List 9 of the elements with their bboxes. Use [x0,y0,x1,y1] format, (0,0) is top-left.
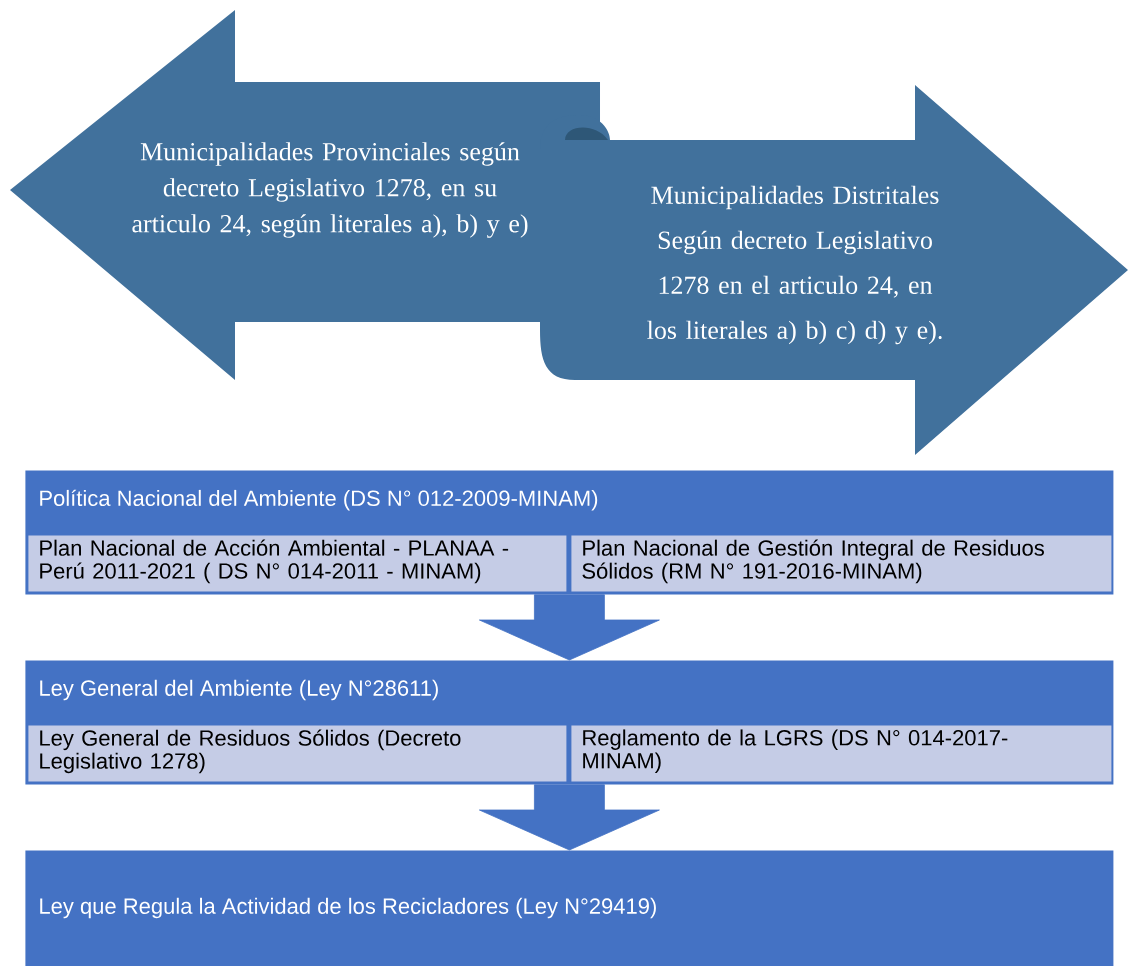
header-band: Ley que Regula la Actividad de los Recicladores (Ley N°29419) [25,850,1114,966]
table-cell: Plan Nacional de Acción Ambiental - PLANAA - Perú 2011-2021 ( DS N° 014-2011 - MINAM) [28,535,567,592]
down-arrow [479,594,660,661]
table-cell: Ley General de Residuos Sólidos (Decreto Legislativo 1278) [28,725,567,782]
table-cell: Reglamento de la LGRS (DS N° 014-2017-MINAM) [571,725,1112,782]
table-cell: Plan Nacional de Gestión Integral de Residuos Sólidos (RM N° 191-2016-MINAM) [571,535,1112,592]
node-label: Municipalidades Provinciales según decreto Legislativo 1278, en su articulo 24, según literales a), b) y e) [132,142,528,238]
node-label: Municipalidades Distritales Según decreto Legislativo 1278 en el articulo 24, en los literales a) b) c) d) y e). [647,185,942,345]
down-arrow [479,784,660,851]
